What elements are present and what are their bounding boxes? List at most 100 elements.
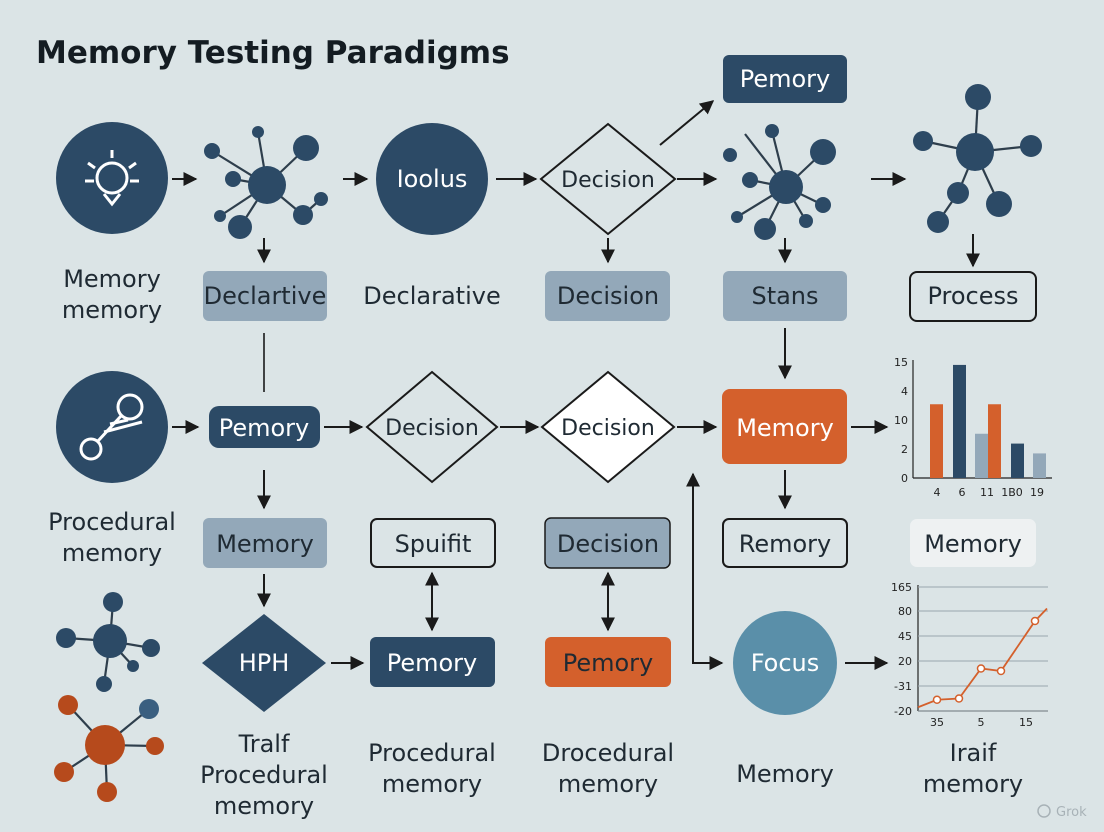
svg-text:Memory: Memory (736, 414, 834, 442)
svg-text:Spuifit: Spuifit (395, 530, 472, 558)
y-tick-label: 15 (894, 356, 908, 369)
arrow (686, 472, 724, 670)
procedural-label: Procedural (48, 508, 176, 536)
decision-box: Decision (545, 271, 670, 321)
data-point (932, 695, 942, 704)
stans-box: Stans (723, 271, 847, 321)
svg-text:Decision: Decision (385, 416, 479, 441)
lightbulb-icon (56, 122, 168, 234)
spuifit-box: Spuifit (370, 518, 496, 568)
molecule-icon (56, 592, 160, 692)
data-point (976, 664, 986, 673)
data-point (954, 694, 964, 703)
pemory-orange-box: Pemory (545, 637, 671, 687)
iraif-label: Iraif (950, 739, 997, 767)
decision-diamond: Decision (539, 122, 677, 236)
remory-box: Remory (722, 518, 848, 568)
svg-text:Stans: Stans (751, 282, 818, 310)
svg-text:Process: Process (927, 282, 1018, 310)
drocedural-label: memory (558, 770, 658, 798)
svg-text:Decision: Decision (561, 416, 655, 441)
svg-text:Pemory: Pemory (740, 65, 831, 93)
svg-text:Pemory: Pemory (219, 414, 310, 442)
process-box: Process (909, 271, 1037, 322)
iraif-label: memory (923, 770, 1023, 798)
svg-text:Ioolus: Ioolus (397, 165, 468, 193)
pemory-dark-box: Pemory (370, 637, 495, 687)
memory-orange-box: Memory (722, 389, 847, 464)
y-tick-label: -20 (894, 705, 912, 718)
series-line (917, 607, 1048, 709)
y-tick-label: 45 (898, 630, 912, 643)
svg-text:HPH: HPH (239, 649, 290, 677)
y-tick-label: 10 (894, 414, 908, 427)
y-tick-label: 0 (901, 472, 908, 485)
pemory-pill: Pemory (209, 406, 320, 448)
svg-text:Decision: Decision (557, 530, 659, 558)
bar (1011, 443, 1024, 478)
declarative-label: Declarative (363, 282, 500, 310)
y-tick-label: 2 (901, 443, 908, 456)
svg-text:Decision: Decision (561, 168, 655, 193)
bar (953, 364, 966, 478)
y-tick-label: 4 (901, 385, 908, 398)
tralf-label: Tralf (238, 730, 290, 758)
decision-box: Decision (544, 517, 671, 569)
x-tick-label: 11 (980, 486, 994, 499)
svg-text:Pemory: Pemory (387, 649, 478, 677)
x-tick-label: 1B0 (1001, 486, 1023, 499)
memory-chart-label: Memory (910, 519, 1036, 567)
ioolus-node: Ioolus (376, 123, 488, 235)
memory-label: Memory (736, 760, 834, 788)
page-title: Memory Testing Paradigms (36, 35, 510, 71)
molecule-icon (723, 124, 836, 240)
x-tick-label: 15 (1019, 716, 1033, 729)
bar-chart: 0 2 10 4 15 4 6 11 1B0 19 (894, 356, 1052, 499)
y-tick-label: 165 (891, 581, 912, 594)
svg-text:Memory: Memory (216, 530, 314, 558)
bar (930, 404, 943, 478)
watermark-icon (1037, 804, 1051, 818)
y-tick-label: 20 (898, 655, 912, 668)
drocedural-label: Drocedural (542, 739, 674, 767)
x-tick-label: 6 (959, 486, 966, 499)
memory-label: memory (62, 296, 162, 324)
key-icon (56, 371, 168, 483)
declartive-box: Declartive (203, 271, 327, 321)
x-tick-label: 4 (934, 486, 941, 499)
memory-label: Memory (63, 265, 161, 293)
decision-diamond: Decision (365, 370, 499, 484)
data-point (1030, 616, 1040, 626)
x-tick-label: 5 (978, 716, 985, 729)
molecule-icon (54, 695, 164, 802)
line-chart: -20 -31 20 45 80 165 35 5 15 (891, 581, 1048, 729)
hph-diamond: HPH (202, 614, 326, 712)
decision-diamond: Decision (540, 370, 676, 484)
bar (988, 404, 1001, 478)
svg-text:Decision: Decision (557, 282, 659, 310)
procedural-label: Procedural (368, 739, 496, 767)
bar (975, 433, 988, 478)
focus-node: Focus (733, 611, 837, 715)
y-tick-label: -31 (894, 680, 912, 693)
pemory-box: Pemory (723, 55, 847, 103)
svg-text:Declartive: Declartive (204, 282, 327, 310)
svg-text:Memory: Memory (924, 530, 1022, 558)
svg-text:Pemory: Pemory (563, 649, 654, 677)
molecule-icon (204, 126, 328, 239)
memory-box: Memory (203, 518, 327, 568)
y-tick-label: 80 (898, 605, 912, 618)
molecule-icon (913, 84, 1042, 233)
data-point (996, 666, 1006, 676)
x-tick-label: 19 (1030, 486, 1044, 499)
x-tick-label: 35 (930, 716, 944, 729)
arrow (659, 100, 715, 146)
tralf-label: Procedural (200, 761, 328, 789)
bar (1033, 453, 1046, 478)
watermark-text: Grok (1056, 805, 1087, 820)
svg-text:Remory: Remory (739, 530, 832, 558)
procedural-label: memory (62, 539, 162, 567)
procedural-label: memory (382, 770, 482, 798)
svg-text:Focus: Focus (751, 649, 820, 677)
